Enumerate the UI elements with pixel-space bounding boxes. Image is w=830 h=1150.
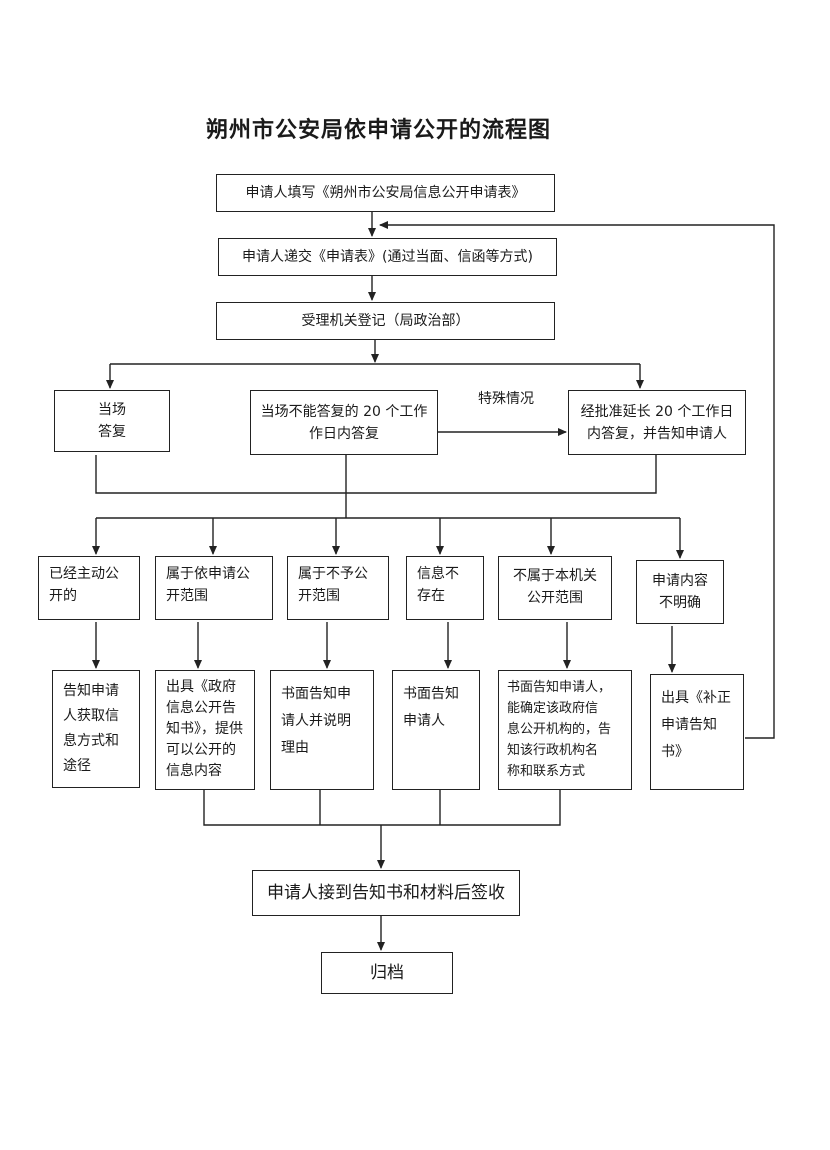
branch-extended-line-2: 内答复，并告知申请人 bbox=[587, 425, 727, 442]
result-on-request-line-3: 知书》，提供 bbox=[166, 721, 243, 737]
result-on-request-line-1: 出具《政府 bbox=[166, 679, 236, 695]
result-other-agency-line-1: 书面告知申请人， bbox=[507, 680, 612, 695]
result-on-request: 出具《政府 信息公开告 知书》，提供 可以公开的 信息内容 bbox=[155, 670, 255, 790]
result-not-disclosed-line-3: 理由 bbox=[281, 740, 309, 756]
category-not-exist-line-1: 信息不 bbox=[417, 566, 459, 582]
step-fill-form: 申请人填写《朔州市公安局信息公开申请表》 bbox=[216, 174, 555, 212]
category-unclear: 申请内容 不明确 bbox=[636, 560, 724, 624]
feedback-loop bbox=[379, 221, 775, 739]
branch-extended-line-1: 经批准延长 20 个工作日 bbox=[580, 403, 734, 420]
category-on-request-line-1: 属于依申请公 bbox=[166, 566, 250, 582]
result-unclear: 出具《补正 申请告知 书》 bbox=[650, 674, 744, 790]
result-unclear-line-1: 出具《补正 bbox=[661, 690, 731, 706]
category-not-disclosed-line-2: 开范围 bbox=[298, 588, 340, 604]
result-unclear-line-2: 申请告知 bbox=[661, 717, 717, 733]
category-proactive: 已经主动公 开的 bbox=[38, 556, 140, 620]
step-submit: 申请人递交《申请表》(通过当面、信函等方式) bbox=[218, 238, 557, 276]
result-not-exist-line-1: 书面告知 bbox=[403, 686, 459, 702]
result-proactive: 告知申请 人获取信 息方式和 途径 bbox=[52, 670, 140, 788]
result-not-exist: 书面告知 申请人 bbox=[392, 670, 480, 790]
result-on-request-line-4: 可以公开的 bbox=[166, 742, 236, 758]
branch-within-20-line-1: 当场不能答复的 20 个工作 bbox=[260, 403, 428, 420]
result-proactive-line-4: 途径 bbox=[63, 758, 91, 774]
step-sign-receipt-text: 申请人接到告知书和材料后签收 bbox=[267, 883, 505, 903]
category-other-agency: 不属于本机关 公开范围 bbox=[498, 556, 612, 620]
result-not-disclosed-line-2: 请人并说明 bbox=[281, 713, 351, 729]
result-other-agency-line-2: 能确定该政府信 bbox=[507, 701, 599, 716]
result-on-request-line-5: 信息内容 bbox=[166, 763, 222, 779]
result-not-disclosed: 书面告知申 请人并说明 理由 bbox=[270, 670, 374, 790]
branch-within-20: 当场不能答复的 20 个工作 作日内答复 bbox=[250, 390, 438, 455]
step-archive-text: 归档 bbox=[370, 963, 404, 983]
branch-within-20-line-2: 作日内答复 bbox=[309, 425, 379, 442]
result-not-exist-line-2: 申请人 bbox=[403, 713, 445, 729]
step-archive: 归档 bbox=[321, 952, 453, 994]
result-unclear-line-3: 书》 bbox=[661, 744, 689, 760]
category-not-disclosed-line-1: 属于不予公 bbox=[298, 566, 368, 582]
category-unclear-line-1: 申请内容 bbox=[652, 573, 708, 589]
merge-line bbox=[95, 455, 657, 494]
step-register-text: 受理机关登记（局政治部） bbox=[301, 313, 470, 329]
branch-on-site: 当场 答复 bbox=[54, 390, 170, 452]
category-unclear-line-2: 不明确 bbox=[659, 595, 701, 611]
result-other-agency-line-4: 知该行政机构名 bbox=[507, 743, 599, 758]
category-not-exist-line-2: 存在 bbox=[417, 588, 445, 604]
result-other-agency: 书面告知申请人， 能确定该政府信 息公开机构的，告 知该行政机构名 称和联系方式 bbox=[498, 670, 632, 790]
bottom-merge bbox=[203, 790, 561, 826]
result-other-agency-line-5: 称和联系方式 bbox=[507, 764, 586, 779]
category-other-agency-line-1: 不属于本机关 bbox=[513, 568, 597, 584]
step-sign-receipt: 申请人接到告知书和材料后签收 bbox=[252, 870, 520, 916]
page-title: 朔州市公安局依申请公开的流程图 bbox=[206, 118, 552, 143]
category-on-request: 属于依申请公 开范围 bbox=[155, 556, 273, 620]
step-submit-text: 申请人递交《申请表》(通过当面、信函等方式) bbox=[242, 249, 533, 265]
step-fill-form-text: 申请人填写《朔州市公安局信息公开申请表》 bbox=[245, 185, 526, 201]
category-other-agency-line-2: 公开范围 bbox=[527, 590, 583, 606]
result-proactive-line-3: 息方式和 bbox=[63, 733, 119, 749]
category-not-exist: 信息不 存在 bbox=[406, 556, 484, 620]
result-proactive-line-2: 人获取信 bbox=[63, 708, 119, 724]
category-not-disclosed: 属于不予公 开范围 bbox=[287, 556, 389, 620]
branch-on-site-line-1: 当场 bbox=[98, 402, 126, 418]
result-other-agency-line-3: 息公开机构的，告 bbox=[507, 722, 612, 737]
category-on-request-line-2: 开范围 bbox=[166, 588, 208, 604]
step-register: 受理机关登记（局政治部） bbox=[216, 302, 555, 340]
result-not-disclosed-line-1: 书面告知申 bbox=[281, 686, 351, 702]
category-proactive-line-1: 已经主动公 bbox=[49, 566, 119, 582]
branch-extended: 经批准延长 20 个工作日 内答复，并告知申请人 bbox=[568, 390, 746, 455]
special-case-label: 特殊情况 bbox=[478, 391, 534, 407]
result-on-request-line-2: 信息公开告 bbox=[166, 700, 236, 716]
branch-on-site-line-2: 答复 bbox=[98, 424, 126, 440]
result-proactive-line-1: 告知申请 bbox=[63, 683, 119, 699]
category-proactive-line-2: 开的 bbox=[49, 588, 77, 604]
